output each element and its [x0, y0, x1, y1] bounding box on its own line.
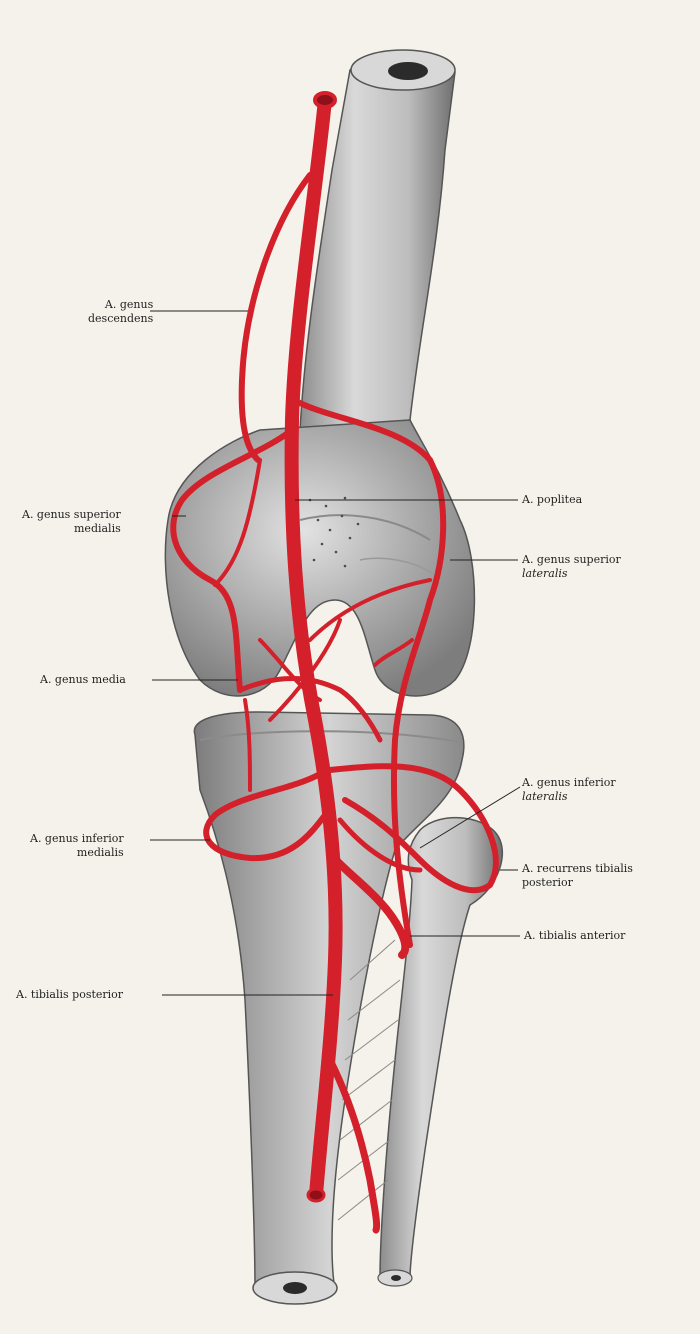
label-line: descendens	[88, 312, 154, 325]
label-line: medialis	[74, 522, 121, 535]
label-genus-media: A. genus media	[40, 673, 126, 687]
label-genus-descendens: A. genus descendens	[88, 298, 153, 326]
label-line: lateralis	[522, 567, 568, 580]
leader-genus-inferior-lateralis	[419, 786, 521, 849]
recurrens-tibialis-artery	[337, 817, 423, 873]
genus-media-artery	[237, 676, 383, 743]
tibialis-anterior-artery	[332, 856, 410, 959]
genus-inferior-lateralis-artery	[327, 763, 499, 894]
genus-superior-medialis-artery	[170, 427, 295, 693]
peroneal-artery	[326, 1056, 381, 1234]
genus-superior-lateralis-artery	[291, 397, 447, 948]
label-poplitea: A. poplitea	[522, 493, 582, 507]
label-line: A. recurrens tibialis	[522, 862, 633, 875]
label-line: A. genus inferior	[30, 832, 124, 845]
label-genus-superior-medialis: A. genus superior medialis	[22, 508, 121, 536]
label-tibialis-anterior: A. tibialis anterior	[524, 929, 625, 943]
label-line: A. tibialis anterior	[524, 929, 626, 942]
label-line: A. poplitea	[522, 493, 583, 506]
label-line: posterior	[522, 876, 573, 889]
arteries	[170, 91, 499, 1234]
label-genus-inferior-medialis: A. genus inferior medialis	[30, 832, 124, 860]
label-line: medialis	[76, 846, 124, 859]
leader-lines	[150, 310, 521, 996]
label-line: A. genus inferior	[522, 776, 616, 789]
label-genus-inferior-lateralis: A. genus inferior lateralis	[522, 776, 616, 804]
label-tibialis-posterior: A. tibialis posterior	[16, 988, 123, 1002]
femur	[164, 49, 476, 697]
genus-descendens-artery	[238, 172, 313, 463]
label-line: A. genus superior	[22, 508, 121, 521]
label-line: lateralis	[522, 790, 568, 803]
label-line: A. genus superior	[522, 553, 621, 566]
popliteal-artery	[284, 93, 343, 1202]
label-recurrens-tibialis-posterior: A. recurrens tibialis posterior	[522, 862, 633, 890]
label-genus-superior-lateralis: A. genus superior lateralis	[522, 553, 621, 581]
label-line: A. genus media	[40, 673, 126, 686]
label-line: A. genus	[104, 298, 154, 311]
label-line: A. tibialis posterior	[16, 988, 124, 1001]
